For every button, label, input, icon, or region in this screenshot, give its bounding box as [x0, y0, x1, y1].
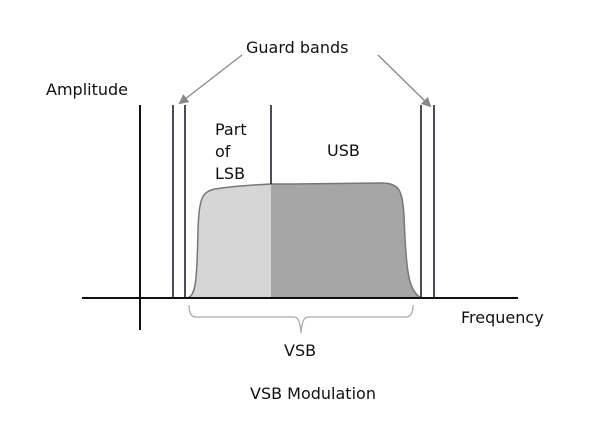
spectrum-outline: [186, 182, 422, 299]
amplitude-label: Amplitude: [46, 80, 128, 99]
usb-region: [271, 183, 421, 298]
spectrum-shape: [186, 182, 422, 299]
usb-label: USB: [327, 141, 360, 160]
vsb-label: VSB: [284, 341, 316, 360]
part-of-lsb-label-line2: of: [215, 142, 231, 161]
part-of-lsb-label-line3: LSB: [215, 164, 245, 183]
diagram-title: VSB Modulation: [250, 384, 376, 403]
part-of-lsb-label-line1: Part: [215, 120, 247, 139]
frequency-label: Frequency: [461, 308, 544, 327]
guard-band-arrow-left: [178, 54, 243, 105]
lsb-part-region: [187, 184, 271, 298]
guard-band-arrow-right: [377, 54, 432, 108]
guard-bands-label: Guard bands: [246, 38, 348, 57]
vsb-brace: [188, 304, 414, 334]
